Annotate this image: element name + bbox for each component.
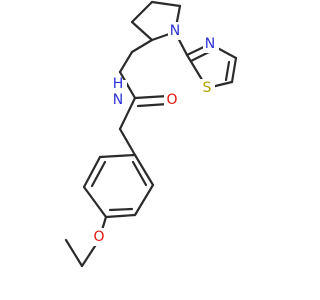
bond-ring-double-b bbox=[131, 160, 148, 187]
bond-ethyl-ch3 bbox=[64, 238, 84, 268]
atom-label-s-thiazole: S bbox=[203, 80, 212, 96]
bond-ring-1 bbox=[82, 185, 108, 219]
bond-ring-4 bbox=[133, 153, 155, 187]
bond-ch2-pyrrolidine bbox=[130, 38, 154, 54]
bond-carbonyl-o-2 bbox=[136, 102, 170, 108]
bond-pyr-1 bbox=[130, 20, 154, 42]
bond-pyr-3 bbox=[150, 0, 182, 8]
atom-label-n-pyrrolidine: N bbox=[170, 23, 180, 39]
bond-carbonyl-n bbox=[118, 70, 137, 100]
bond-ring-double-a bbox=[90, 160, 107, 188]
bond-ring-6 bbox=[104, 213, 137, 219]
bond-thz-3 bbox=[230, 56, 238, 84]
bond-pyr-2 bbox=[130, 0, 154, 24]
bond-ring-3 bbox=[98, 153, 137, 159]
bond-thz-3b bbox=[224, 60, 231, 82]
atom-label-n-thiazole: N bbox=[205, 36, 215, 52]
bond-ch2-carbonyl bbox=[118, 96, 137, 131]
atom-label-o-carbonyl: O bbox=[166, 92, 177, 108]
atom-labels: N N S H N O O bbox=[91, 22, 219, 246]
bond-aryl-ch2 bbox=[118, 127, 137, 157]
bond-ring-5 bbox=[133, 183, 155, 217]
bond-ring-2 bbox=[82, 155, 102, 189]
bond-n-ch2 bbox=[118, 50, 134, 74]
atom-label-n-amide: N bbox=[113, 92, 123, 108]
bond-thz-1b bbox=[189, 50, 211, 63]
bond-carbonyl-o-1 bbox=[133, 94, 170, 100]
atom-label-h-amide: H bbox=[113, 76, 124, 92]
bond-ring-double-c bbox=[108, 207, 134, 212]
atom-label-o-ether: O bbox=[93, 229, 104, 245]
molecule-structure-diagram: N N S H N O O bbox=[64, 0, 238, 268]
